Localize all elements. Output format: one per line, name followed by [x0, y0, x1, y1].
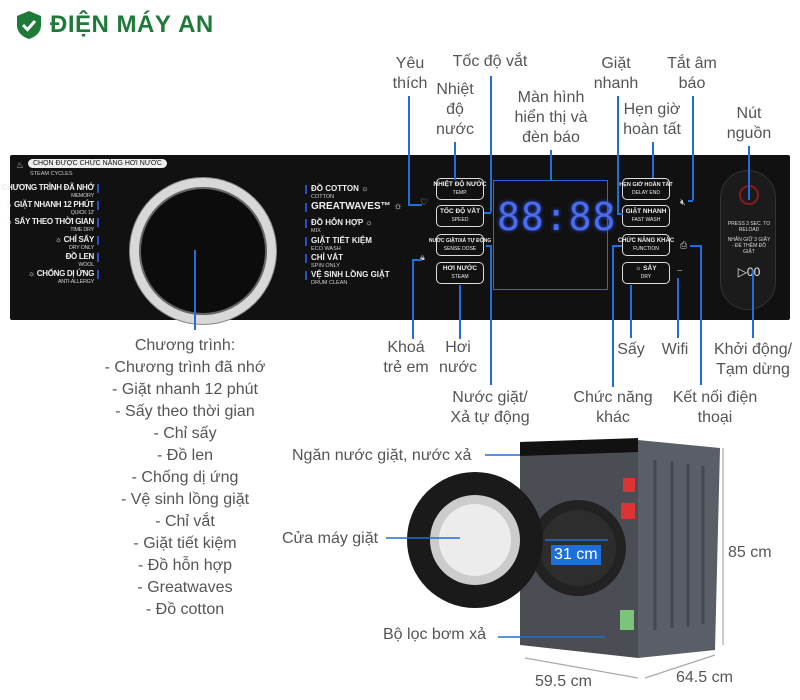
list-item: - Sấy theo thời gian — [115, 403, 255, 420]
list-item: - Chỉ sấy — [153, 425, 217, 442]
callout-display: Màn hình hiển thị và đèn báo — [514, 89, 588, 146]
callout-fast-wash: Giặt nhanh — [593, 55, 639, 92]
steam-cycles-sub: STEAM CYCLES — [30, 171, 73, 177]
callout-favorite: Yêu thích — [392, 55, 428, 92]
power-hint-en: PRESS 3 SEC. TO RELOAD — [727, 221, 771, 233]
callout-start-pause: Khởi động/ Tạm dừng — [713, 341, 793, 378]
start-pause-button[interactable]: ▷00 — [737, 265, 761, 279]
list-item: - Chống dị ứng — [131, 469, 239, 486]
callout-mute: Tắt âm báo — [667, 55, 717, 92]
depth-label: 64.5 cm — [676, 669, 733, 686]
wifi-icon: ⌔ — [676, 268, 684, 277]
label-door: Cửa máy giặt — [282, 530, 379, 547]
list-item: - Chương trình đã nhớ — [104, 359, 266, 376]
label-detergent-drawer: Ngăn nước giặt, nước xả — [292, 447, 472, 464]
list-item: - Greatwaves — [137, 579, 233, 596]
width-label: 59.5 cm — [535, 673, 592, 690]
list-item: - Đồ len — [156, 447, 214, 464]
callout-phone-connect: Kết nối điện thoại — [672, 389, 758, 426]
callout-spin-speed: Tốc độ vắt — [452, 53, 528, 70]
brand-name-accent: AN — [178, 11, 214, 38]
list-item: - Đồ cotton — [145, 601, 225, 618]
list-item: - Vệ sinh lồng giặt — [120, 491, 250, 508]
label-pump-filter: Bộ lọc bơm xả — [383, 626, 486, 643]
callout-power: Nút nguồn — [726, 105, 772, 142]
callout-steam: Hơi nước — [438, 339, 478, 376]
brand-name: ĐIỆN MÁY — [50, 11, 171, 38]
list-item: - Giặt tiết kiệm — [133, 535, 237, 552]
program-dial[interactable] — [130, 178, 276, 324]
display-panel — [493, 180, 608, 290]
height-label: 85 cm — [728, 544, 772, 561]
list-item: - Giặt nhanh 12 phút — [112, 381, 258, 398]
drum-diameter-label: 31 cm — [551, 545, 601, 565]
mute-icon: 🔇︎ — [680, 197, 686, 207]
shield-check-icon — [17, 11, 41, 39]
callout-delay-end: Hẹn giờ hoàn tất — [623, 101, 681, 138]
brand-logo: ĐIỆN MÁY AN — [16, 10, 214, 40]
display-digits: 88:88 — [497, 195, 617, 239]
power-hint-vi: NHẤN GIỮ 3 GIÂY - ĐỂ THÊM ĐỒ GIẶT — [727, 237, 771, 255]
callout-water-temp: Nhiệt độ nước — [435, 81, 475, 138]
washing-machine-image — [386, 438, 724, 679]
program-cotton[interactable]: ĐỒ COTTON ☼COTTON — [311, 184, 369, 200]
callout-child-lock: Khoá trẻ em — [383, 339, 429, 376]
phone-icon: ⎙ — [680, 240, 688, 250]
programs-title: Chương trình: — [134, 337, 236, 354]
steam-cycles-badge: CHỌN ĐƯỢC CHỨC NĂNG HƠI NƯỚC — [28, 159, 167, 168]
list-item: - Đồ hỗn hợp — [137, 557, 233, 574]
programs-list: Chương trình: - Chương trình đã nhớ - Gi… — [90, 335, 280, 621]
program-mix[interactable]: ĐỒ HỖN HỢP ☼MIX — [311, 218, 373, 234]
list-item: - Chỉ vắt — [155, 513, 215, 530]
callout-lines-machine — [386, 454, 608, 638]
callout-dry: Sấy — [617, 341, 645, 358]
program-greatwaves[interactable]: GREATWAVES™ ☼ — [311, 201, 403, 212]
callout-auto-dose: Nước giặt/ Xả tự động — [450, 389, 530, 426]
steam-icon: ♨ — [16, 160, 25, 170]
callout-wifi: Wifi — [661, 341, 689, 358]
lock-icon: 🔒︎ — [420, 252, 425, 262]
heart-icon: ♡ — [420, 197, 429, 207]
callout-other-functions: Chức năng khác — [573, 389, 653, 426]
